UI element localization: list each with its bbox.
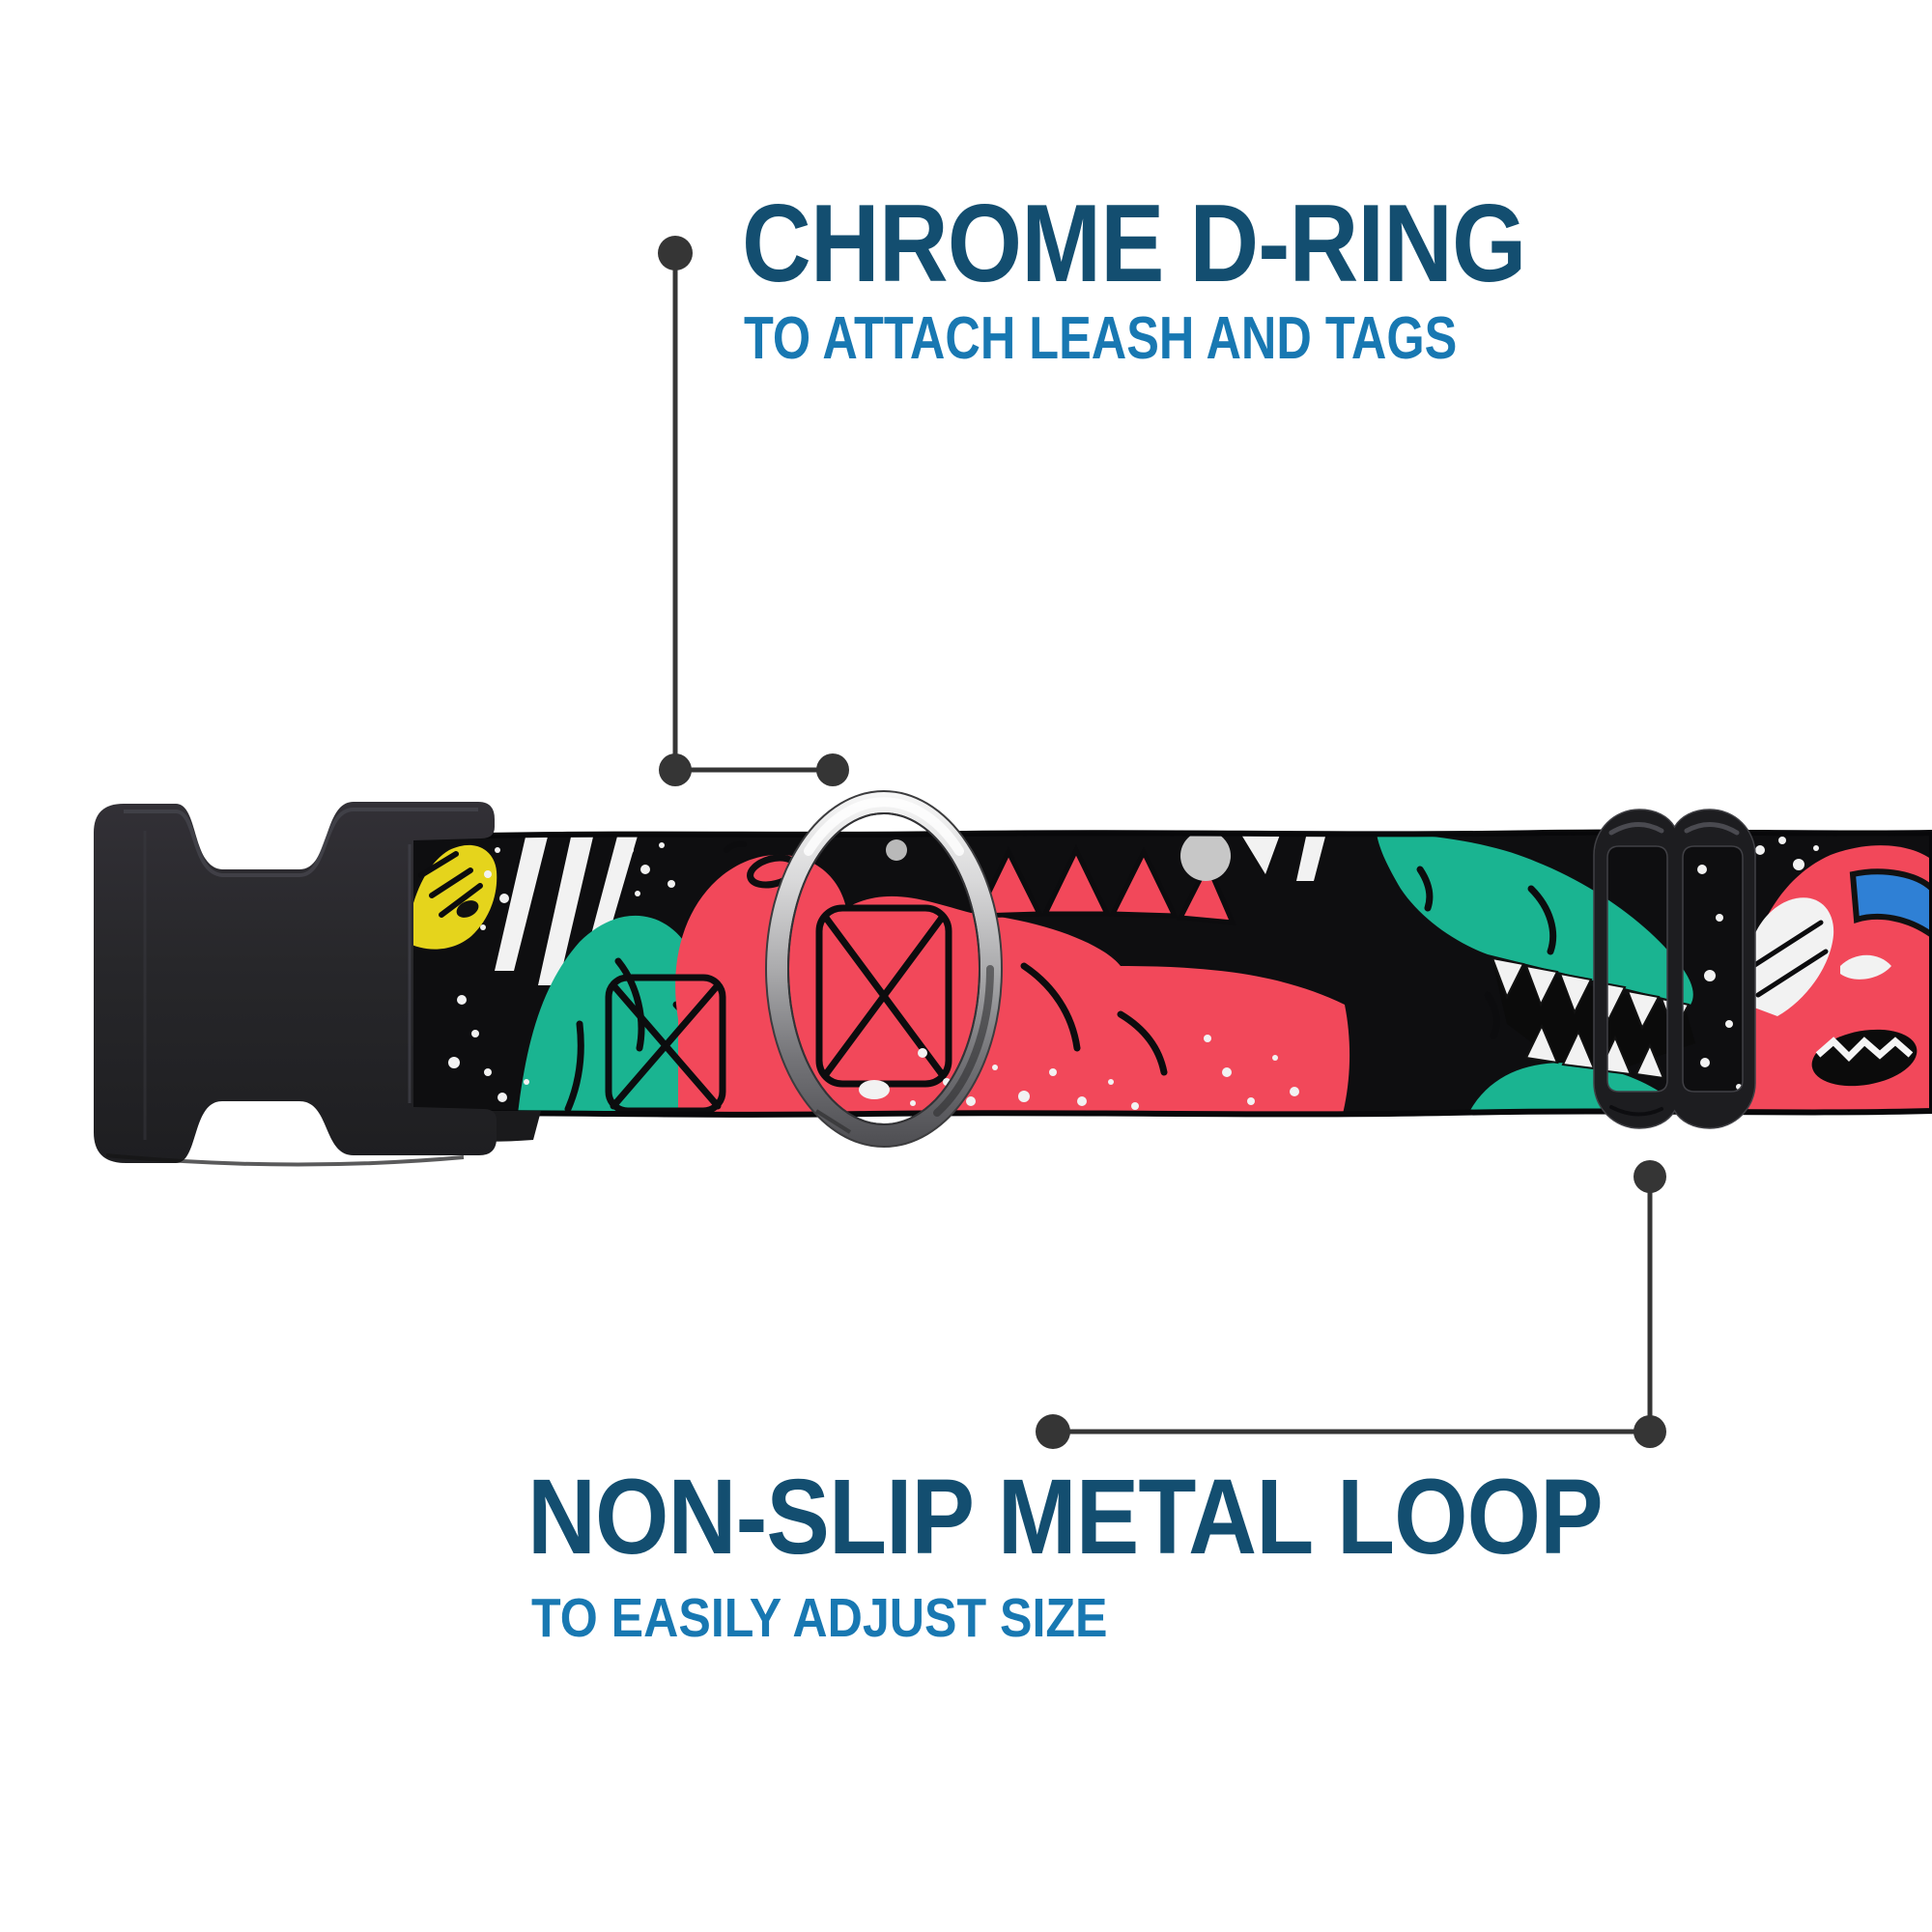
yellow-dinosaur-print <box>406 844 497 950</box>
red-dinosaur-right-print <box>1744 845 1932 1114</box>
callout-top-title: CHROME D-RING <box>742 183 1526 305</box>
leader-dot <box>1634 1415 1666 1448</box>
gray-circle-print <box>886 839 907 861</box>
side-release-buckle <box>94 802 497 1167</box>
metal-loop-slider <box>1593 809 1756 1129</box>
leader-bottom <box>1036 1160 1666 1449</box>
dinosaur-print-webbing <box>382 829 1932 1142</box>
paint-splatter <box>448 837 1819 1110</box>
leader-dot <box>659 753 692 786</box>
chrome-d-ring <box>764 790 1004 1148</box>
leader-top <box>658 236 849 786</box>
leader-dot <box>816 753 849 786</box>
leader-dot <box>1634 1160 1666 1193</box>
leader-dot <box>658 236 693 270</box>
white-stripes-print <box>495 833 1325 985</box>
callout-bottom-subtitle: TO EASILY ADJUST SIZE <box>531 1587 1108 1649</box>
callout-top-subtitle: TO ATTACH LEASH AND TAGS <box>744 305 1458 372</box>
callout-bottom-title: NON-SLIP METAL LOOP <box>527 1458 1604 1577</box>
leader-dot <box>1036 1414 1070 1449</box>
gray-circle-print <box>1180 832 1231 881</box>
